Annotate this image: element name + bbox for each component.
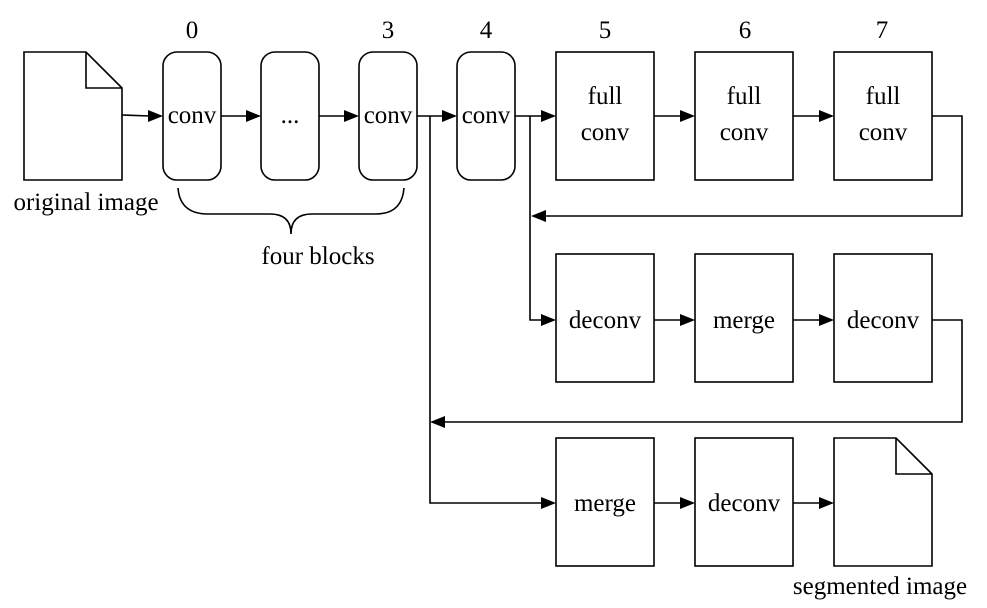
full-conv-7-line2: conv [859,119,908,146]
deconv-row1-a-label: deconv [569,307,642,334]
conv-block-3-label: conv [364,102,413,129]
full-conv-6-line2: conv [720,119,769,146]
block-index-7: 7 [876,17,889,44]
merge-row2-label: merge [574,490,636,517]
merge-row1-label: merge [713,307,775,334]
merge-block-row1 [694,253,794,383]
deconv-block-row2 [694,437,794,567]
full-conv-5-line1: full [588,83,623,110]
full-conv-5-line2: conv [581,119,630,146]
block-index-5: 5 [599,17,612,44]
block-index-4: 4 [480,17,493,44]
ellipsis-label: ... [281,102,300,129]
block-index-3: 3 [382,17,395,44]
conv-block-0-label: conv [168,102,217,129]
deconv-row2-label: deconv [708,490,781,517]
full-conv-block-6 [694,51,794,181]
segmented-image-icon [833,437,933,567]
block-index-6: 6 [739,17,752,44]
segmented-image-label: segmented image [793,573,967,600]
full-conv-block-5 [555,51,655,181]
full-conv-block-7 [833,51,933,181]
original-image-icon [23,51,123,181]
original-image-label: original image [13,189,158,216]
four-blocks-label: four blocks [261,243,374,270]
merge-block-row2 [555,437,655,567]
deconv-block-row1-b [833,253,933,383]
four-blocks-brace [177,187,405,235]
deconv-block-row1-a [555,253,655,383]
block-index-0: 0 [186,17,199,44]
full-conv-6-line1: full [727,83,762,110]
conv-block-4-label: conv [462,102,511,129]
connector-lines [121,110,963,509]
full-conv-7-line1: full [866,83,901,110]
deconv-row1-b-label: deconv [847,307,920,334]
